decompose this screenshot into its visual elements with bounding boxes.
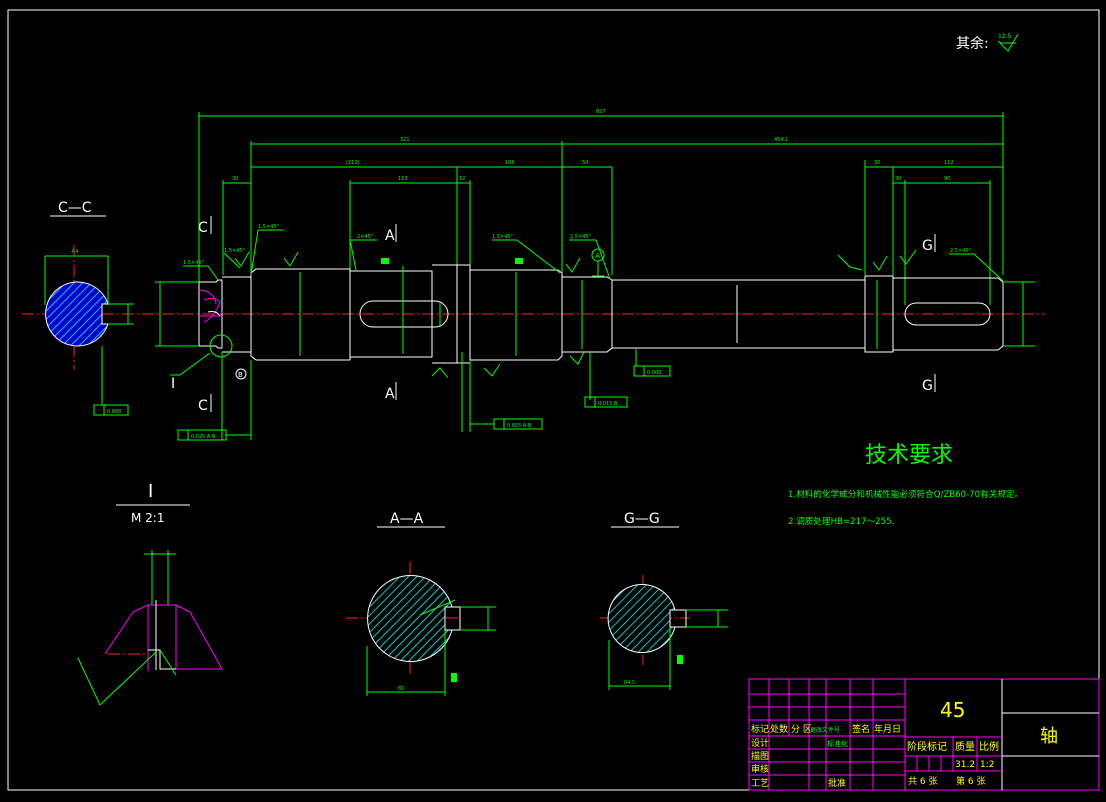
dim-50: 50 bbox=[582, 160, 588, 166]
tb-material: 45 bbox=[940, 698, 965, 722]
detail-view-i: I M 2:1 bbox=[77, 481, 223, 706]
section-mark-a-bottom: A bbox=[385, 386, 395, 402]
dim-454: 454.1 bbox=[774, 137, 788, 143]
roughness-value: 12.5 bbox=[998, 33, 1012, 40]
dim-overall: 827 bbox=[596, 109, 606, 115]
detail-circle-i bbox=[209, 334, 233, 358]
tech-req-title: 技术要求 bbox=[865, 443, 953, 468]
tb-h-count: 处数 bbox=[770, 723, 788, 735]
tb-scale: 1:2 bbox=[980, 760, 994, 770]
tolerance-frame-1 bbox=[93, 404, 129, 416]
tb-h-doc: 更改文件号 bbox=[810, 726, 840, 734]
tb-h-stage: 阶段标记 bbox=[907, 740, 947, 753]
tolerance-1: 0.008 bbox=[107, 409, 121, 415]
detail-title: I bbox=[148, 481, 153, 502]
dim-212: (212) bbox=[346, 160, 359, 166]
tolerance-4: 0.015 B bbox=[598, 401, 618, 407]
section-aa-hatch bbox=[367, 575, 453, 662]
top-dimensions: 827 321 454.1 (212) 106 50 30 112 110 12… bbox=[198, 109, 1004, 305]
tb-h-sign: 签名 bbox=[852, 723, 870, 735]
tb-h-scale: 比例 bbox=[979, 740, 999, 753]
section-gg-hatch bbox=[607, 584, 676, 653]
datum-b-label: B bbox=[238, 371, 243, 379]
section-c-c: C—C 64 bbox=[44, 200, 134, 370]
keyway-g bbox=[904, 302, 991, 326]
dim-30a: 30 bbox=[874, 160, 880, 166]
section-mark-g-top: G bbox=[922, 238, 933, 254]
tb-r-approve: 批准 bbox=[828, 777, 846, 789]
section-aa-title: A—A bbox=[390, 511, 424, 527]
shaft-main-view: B 1.5×45° 2×45° 1.5×45° 2.5×45° 2.5×45° … bbox=[22, 216, 1045, 441]
tolerance-5: 0.008 bbox=[647, 370, 661, 376]
dim-gg: 64.5 bbox=[624, 680, 635, 686]
tb-h-date: 年月日 bbox=[874, 723, 901, 735]
keyway-a bbox=[359, 300, 449, 328]
dim-321: 321 bbox=[400, 137, 410, 143]
chamfer-label-3: 1.5×45° bbox=[492, 234, 514, 240]
tech-req-line-2: 2.调质处理HB=217～255. bbox=[788, 515, 894, 527]
tb-r-design: 设计 bbox=[751, 737, 769, 749]
dim-12: 12 bbox=[459, 176, 465, 182]
section-g-g: G—G 64.5 bbox=[600, 511, 728, 690]
chamfer-label-2: 2×45° bbox=[357, 234, 374, 240]
section-mark-c-top: C bbox=[198, 220, 208, 236]
tb-sheets-total: 共 6 张 bbox=[908, 776, 937, 787]
section-mark-g-bottom: G bbox=[922, 378, 933, 394]
section-gg-title: G—G bbox=[624, 511, 660, 527]
tolerance-frame-4 bbox=[584, 396, 628, 408]
section-cc-hatch bbox=[45, 281, 109, 347]
chamfer-label-6: 1.5×45° bbox=[183, 260, 205, 266]
tb-r-review: 审核 bbox=[751, 763, 769, 775]
tb-weight: 31.2 bbox=[955, 760, 975, 770]
flatness-symbol-icon-2 bbox=[515, 258, 523, 264]
dim-cc-64: 64 bbox=[72, 249, 78, 255]
dim-30b: 30 bbox=[232, 176, 238, 182]
tb-r-trace: 描图 bbox=[751, 750, 769, 762]
tb-r-std: 标准化 bbox=[827, 739, 848, 748]
title-block: 标记 处数 分 区 更改文件号 签名 年月日 设计 标准化 描图 审核 工艺 批… bbox=[748, 678, 1100, 791]
dim-30c: 30 bbox=[895, 176, 901, 182]
chamfer-label-1: 1.5×45° bbox=[258, 224, 280, 230]
dim-110: 110 bbox=[398, 176, 408, 182]
dim-90: 90 bbox=[944, 176, 950, 182]
tb-r-process: 工艺 bbox=[751, 778, 769, 789]
chamfer-label-7: 1.5×45° bbox=[224, 248, 246, 254]
technical-requirements: 技术要求 1.材料的化学成分和机械性能必须符合Q/ZB60-70有关规定。 2.… bbox=[788, 443, 1023, 527]
tb-sheet-no: 第 6 张 bbox=[956, 775, 985, 787]
flatness-symbol-icon bbox=[381, 258, 389, 264]
tb-h-zone: 分 区 bbox=[791, 724, 812, 735]
detail-callout-i: I bbox=[171, 376, 175, 392]
tolerance-3: 0.025 A-B bbox=[507, 423, 532, 429]
section-mark-c-bottom: C bbox=[198, 398, 208, 414]
dim-aa: 81 bbox=[398, 686, 404, 692]
datum-triangle-aa-icon bbox=[451, 673, 457, 682]
datum-a-label: A bbox=[595, 252, 600, 260]
title-block-frame bbox=[748, 678, 1100, 791]
section-cc-title: C—C bbox=[58, 200, 92, 216]
tolerance-2: 0.025 A-B bbox=[191, 434, 216, 440]
sheet-border bbox=[7, 9, 1100, 791]
tech-req-line-1: 1.材料的化学成分和机械性能必须符合Q/ZB60-70有关规定。 bbox=[788, 488, 1023, 500]
detail-scale: M 2:1 bbox=[131, 511, 164, 525]
tb-h-mark: 标记 bbox=[751, 723, 769, 735]
tb-part-name: 轴 bbox=[1040, 726, 1058, 747]
section-a-a: A—A 81 bbox=[346, 511, 496, 696]
roughness-note-label: 其余: bbox=[956, 35, 989, 52]
dim-106: 106 bbox=[505, 160, 515, 166]
datum-triangle-gg-icon bbox=[677, 655, 683, 664]
roughness-symbol-icon bbox=[997, 33, 1019, 52]
dim-112: 112 bbox=[944, 160, 954, 166]
tb-h-weight: 质量 bbox=[955, 741, 975, 753]
section-mark-a-top: A bbox=[385, 228, 395, 244]
datum-b-circle bbox=[235, 368, 247, 380]
chamfer-label-4: 2.5×45° bbox=[570, 234, 592, 240]
roughness-note: 其余: 12.5 bbox=[956, 33, 1019, 52]
chamfer-label-5: 2.5×45° bbox=[950, 248, 972, 254]
tolerance-frame-5 bbox=[633, 365, 671, 377]
